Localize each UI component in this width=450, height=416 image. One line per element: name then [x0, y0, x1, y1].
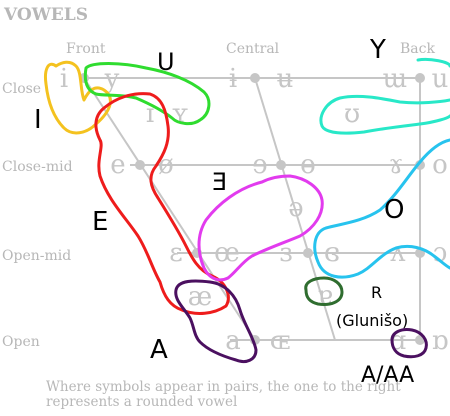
annotations: U Y I Ǝ E O A R (Glunišo) A/AA — [34, 35, 414, 388]
annotation-e3: Ǝ — [212, 168, 227, 196]
symbol-upsilon: ʊ — [344, 99, 360, 129]
symbol-oe: œ — [214, 238, 240, 268]
dot-closemid-central — [276, 160, 286, 170]
dot-openmid-central — [303, 248, 313, 258]
symbol-i: i — [60, 64, 68, 94]
row-label-open: Open — [2, 334, 40, 350]
row-label-open-mid: Open-mid — [2, 248, 71, 264]
symbol-u: u — [432, 64, 449, 94]
footnote-line-1: Where symbols appear in pairs, the one t… — [46, 379, 401, 395]
outline-e-red — [94, 92, 230, 315]
chart-title: VOWELS — [3, 5, 88, 25]
front-edge — [83, 77, 256, 341]
symbol-o-bar: ɵ — [300, 150, 316, 180]
outline-e3-magenta — [197, 174, 324, 282]
annotation-o: O — [384, 195, 404, 225]
central-edge — [254, 77, 336, 341]
row-label-close: Close — [2, 81, 41, 97]
dot-close-back — [415, 73, 425, 83]
annotation-y: Y — [369, 35, 386, 65]
symbol-small-cap-i: ɪ — [146, 99, 154, 129]
symbol-u-bar: ʉ — [277, 64, 294, 94]
symbol-turned-script-a: ɒ — [432, 326, 449, 356]
annotation-r-subtitle: (Glunišo) — [336, 311, 408, 330]
symbol-i-bar: ɨ — [229, 64, 237, 94]
row-label-close-mid: Close-mid — [2, 159, 73, 175]
symbol-closed-reversed-epsilon: ɞ — [324, 238, 340, 268]
symbol-e: e — [110, 150, 125, 180]
column-label-front: Front — [66, 41, 106, 57]
symbol-rams-horn: ɤ — [389, 150, 404, 180]
outline-y-teal — [319, 58, 450, 135]
annotation-aa: A/AA — [361, 363, 414, 388]
symbol-w: ɯ — [383, 64, 408, 94]
ipa-symbols: i y ɨ ʉ ɯ u ɪ ʏ ʊ e ø ɘ ɵ ɤ o ə ɛ œ ɜ ɞ … — [60, 64, 449, 356]
vowel-trapezoid — [83, 77, 421, 341]
symbol-oe-ligature: ɶ — [270, 326, 291, 356]
vowel-dots — [79, 73, 425, 345]
region-outlines — [44, 58, 450, 364]
outline-i-orange — [44, 60, 112, 135]
outline-u-green — [83, 62, 211, 126]
annotation-r: R — [371, 283, 382, 302]
outline-aa-purple — [390, 328, 428, 359]
symbol-open-o: ɔ — [433, 238, 448, 268]
symbol-o-slash: ø — [158, 150, 174, 180]
symbol-epsilon: ɛ — [169, 238, 182, 268]
annotation-i: I — [34, 105, 42, 135]
symbol-schwa: ə — [288, 193, 303, 223]
column-label-central: Central — [226, 41, 280, 57]
symbol-o: o — [432, 150, 448, 180]
dot-closemid-front — [135, 160, 145, 170]
symbol-a: a — [225, 326, 241, 356]
symbol-ash: æ — [188, 282, 212, 312]
outline-a-purple — [174, 279, 258, 364]
annotation-u: U — [157, 48, 175, 76]
symbol-reversed-epsilon: ɜ — [279, 238, 292, 268]
dot-closemid-back — [415, 160, 425, 170]
symbol-y: y — [104, 64, 120, 94]
dot-close-central — [250, 73, 260, 83]
symbol-wedge: ʌ — [390, 238, 406, 268]
footnote-line-2: represents a rounded vowel — [46, 394, 237, 410]
annotation-a: A — [150, 335, 168, 365]
column-label-back: Back — [400, 41, 435, 57]
annotation-e: E — [92, 207, 108, 237]
symbol-turned-a: ɐ — [317, 281, 333, 311]
outline-o-blue — [313, 138, 450, 279]
symbol-reversed-e: ɘ — [252, 150, 267, 180]
outline-r-darkgreen — [304, 276, 344, 306]
